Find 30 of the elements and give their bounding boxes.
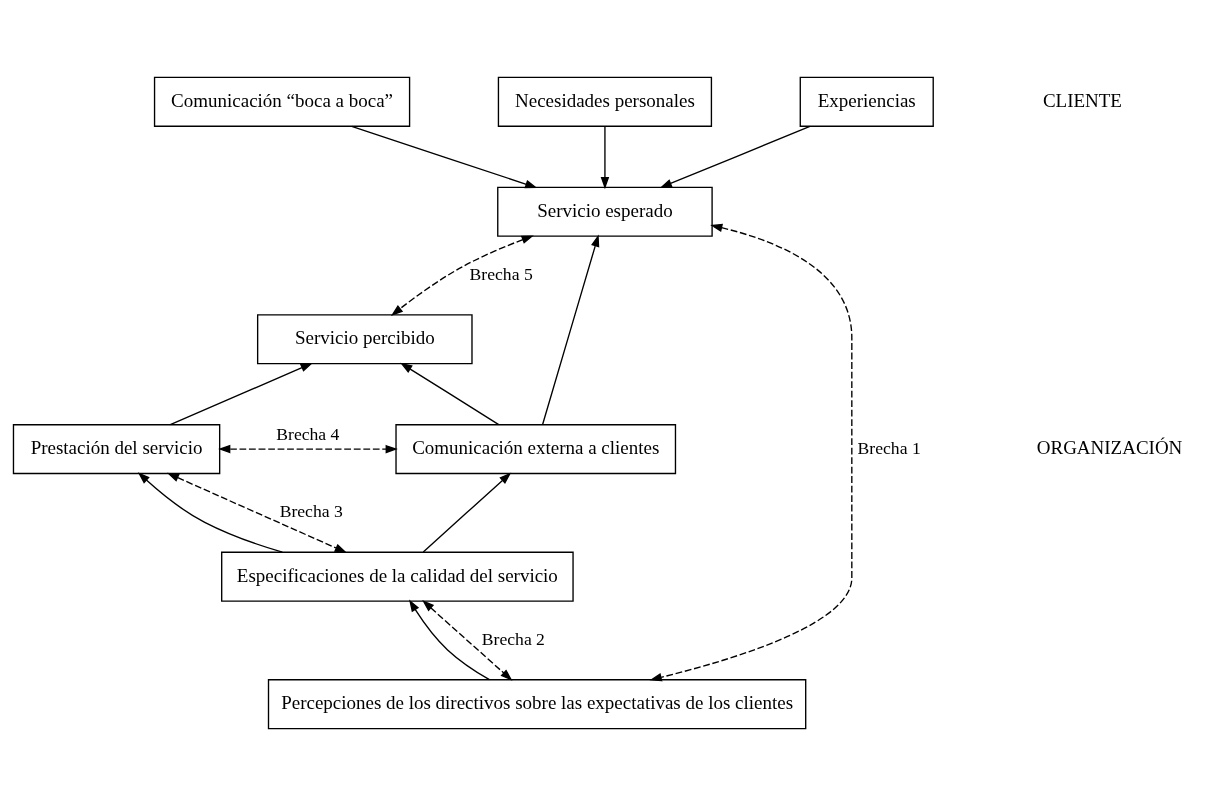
- node-box: Experiencias: [799, 76, 934, 127]
- arrow: [218, 444, 398, 453]
- node-box: Necesidades personales: [497, 76, 713, 127]
- node-box: Comunicación “boca a boca”: [153, 76, 411, 127]
- arrow: [600, 125, 610, 189]
- arrow: [169, 362, 313, 425]
- arrow: [351, 125, 538, 188]
- arrow: [390, 235, 534, 316]
- edge-label: Brecha 5: [469, 263, 533, 284]
- label: ORGANIZACIÓN: [1036, 436, 1183, 458]
- node-box: Prestación del servicio: [12, 423, 221, 474]
- arrow: [422, 472, 512, 553]
- arrow: [541, 233, 600, 425]
- edge-label: Brecha 1: [857, 437, 921, 458]
- node-box: Servicio percibido: [256, 313, 473, 364]
- arrow: [422, 599, 513, 681]
- edge-label: Brecha 2: [481, 628, 545, 649]
- node-box: Comunicación externa a clientes: [395, 423, 677, 474]
- arrow: [409, 599, 491, 680]
- label: CLIENTE: [1042, 89, 1122, 111]
- arrow: [166, 472, 347, 553]
- edge-label: Brecha 3: [279, 500, 343, 521]
- node-box: Percepciones de los directivos sobre las expectativas de los clientes: [267, 678, 807, 729]
- arrow: [137, 471, 284, 553]
- arrow: [659, 125, 811, 188]
- node-box: Servicio esperado: [497, 186, 713, 237]
- edge-label: Brecha 4: [276, 423, 340, 444]
- arrow: [400, 362, 500, 425]
- node-box: Especificaciones de la calidad del servicio: [221, 551, 574, 602]
- arrow: [649, 223, 853, 681]
